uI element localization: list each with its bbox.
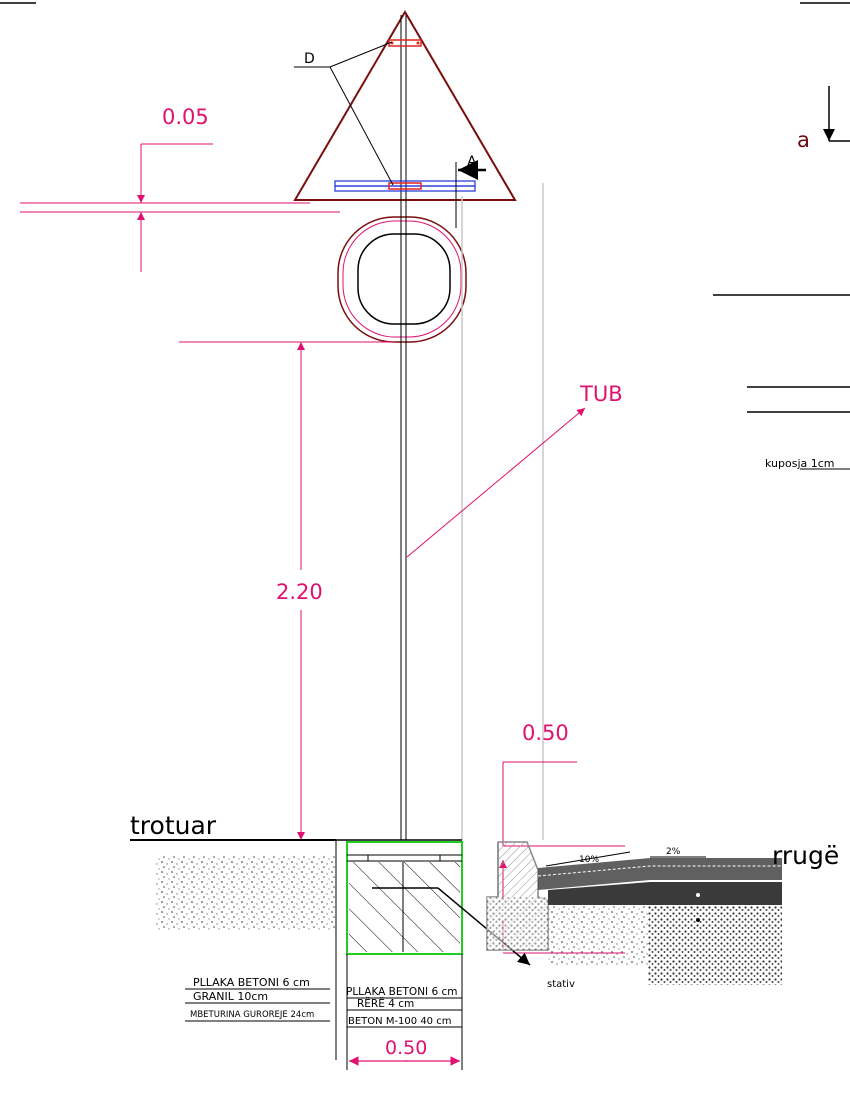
detail-d-label: D xyxy=(304,51,315,67)
foundation-width-value: 0.50 xyxy=(385,1037,427,1059)
round-sign xyxy=(337,216,467,343)
tube-label: TUB xyxy=(579,382,623,406)
plate-gap-dimension: 0.05 xyxy=(20,105,340,272)
curb-offset-value: 0.50 xyxy=(522,721,569,745)
stand-leader: stativ xyxy=(437,887,575,990)
pole-height-dimension: 2.20 xyxy=(179,341,395,840)
slope-2-label: 2% xyxy=(666,847,681,857)
bottom-bracket xyxy=(334,180,476,192)
section-a-label: A xyxy=(467,154,477,170)
road-label: rrugë xyxy=(772,841,839,870)
foundation-layer-1: PLLAKA BETONI 6 cm xyxy=(346,986,458,998)
warning-triangle-sign xyxy=(293,10,517,201)
pole-height-value: 2.20 xyxy=(276,580,323,604)
curb xyxy=(486,841,549,951)
foundation-layers-callout: PLLAKA BETONI 6 cm RËRË 4 cm BETON M-100… xyxy=(346,954,463,1070)
section-a-letter: a xyxy=(797,128,810,152)
sidewalk-layers-callout: PLLAKA BETONI 6 cm GRANIL 10cm MBETURINA… xyxy=(185,976,330,1022)
sidewalk-label: trotuar xyxy=(130,811,217,840)
plate-gap-value: 0.05 xyxy=(162,105,209,129)
section-a-detail-ref: a kuposja 1cm xyxy=(713,86,850,470)
section-a-marker: A xyxy=(455,154,486,228)
sidewalk-layer-2: GRANIL 10cm xyxy=(193,990,268,1003)
foundation-layer-3: BETON M-100 40 cm xyxy=(348,1016,451,1027)
sidewalk-gravel xyxy=(155,855,335,930)
foundation-layer-2: RËRË 4 cm xyxy=(357,997,414,1010)
detail-d-leader: D xyxy=(294,41,394,186)
sidewalk-layer-3: MBETURINA GUROREJE 24cm xyxy=(190,1010,314,1020)
stand-label: stativ xyxy=(547,979,575,990)
sign-pole xyxy=(400,15,407,840)
slope-10-label: 10% xyxy=(579,855,599,865)
coupling-label: kuposja 1cm xyxy=(765,457,835,470)
road-structure: rrugë 10% 2% xyxy=(537,841,839,985)
foundation-block xyxy=(346,841,463,955)
top-bracket xyxy=(388,39,422,47)
sidewalk-layer-1: PLLAKA BETONI 6 cm xyxy=(193,976,310,989)
tube-leader: TUB xyxy=(406,382,623,558)
foundation-width-dimension: 0.50 xyxy=(349,1037,460,1066)
